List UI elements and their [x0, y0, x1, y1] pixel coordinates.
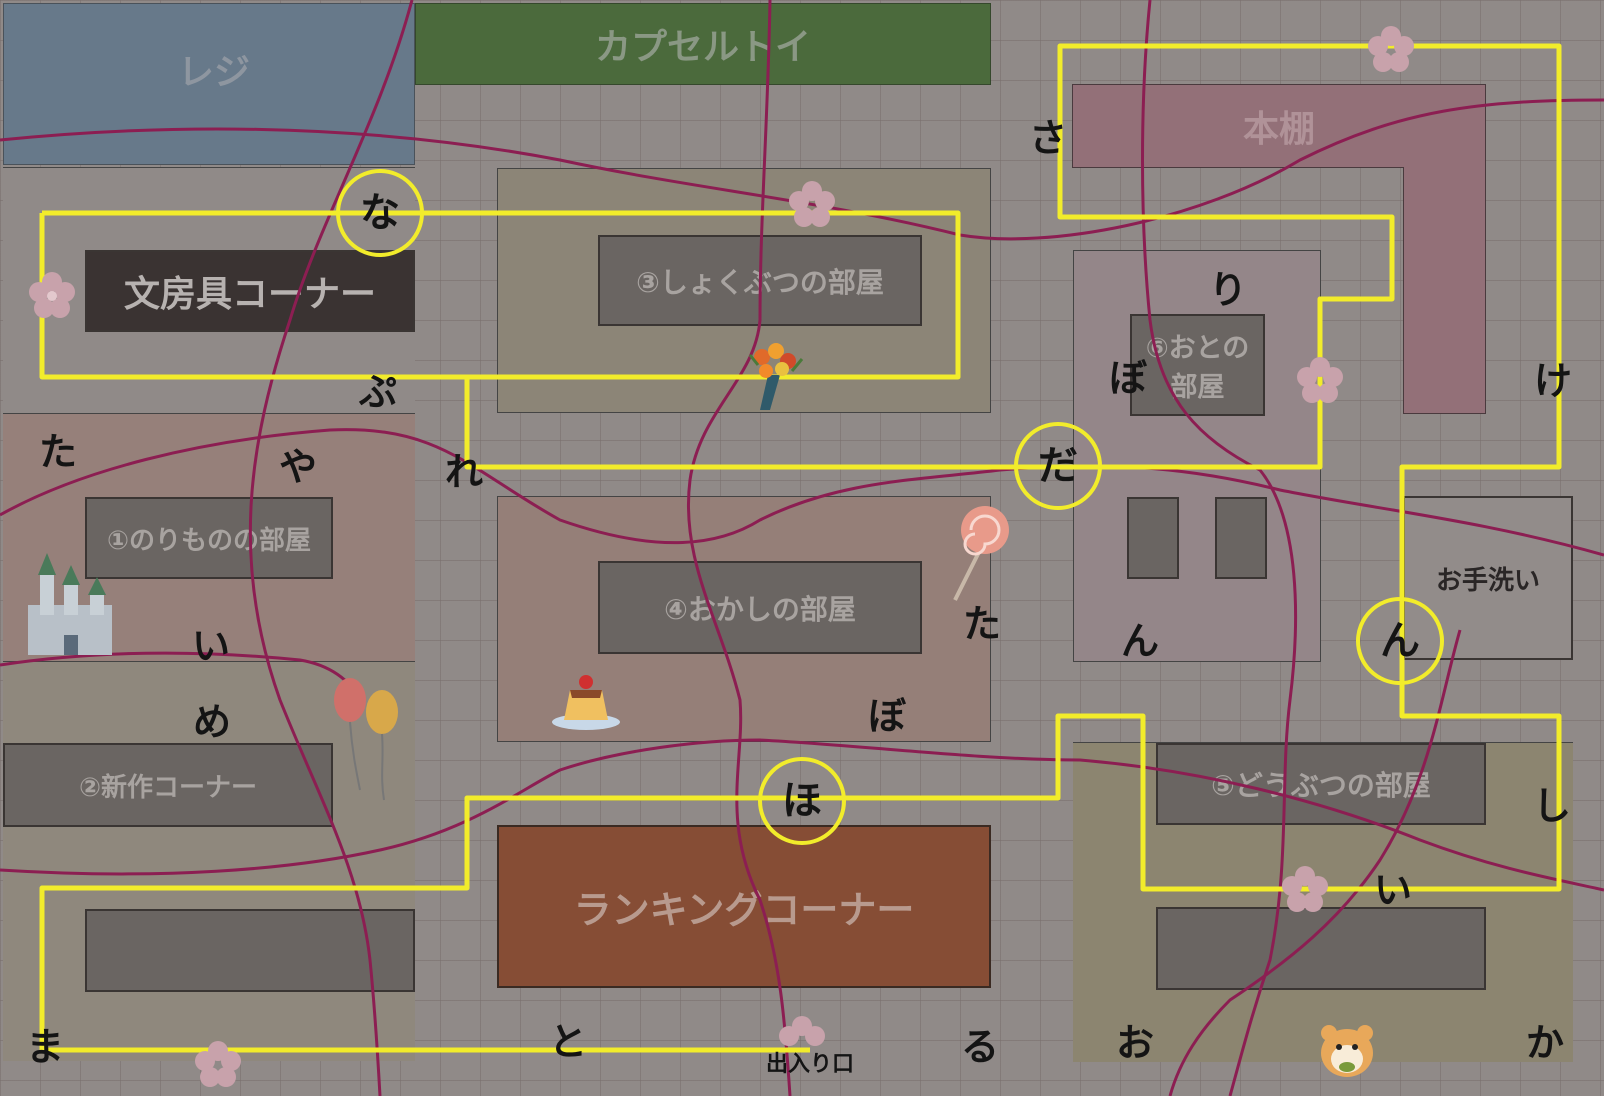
hamster-icon — [1321, 1025, 1373, 1077]
char-i-right: い — [1373, 868, 1413, 912]
sweets-room[interactable]: ④おかしの部屋 — [598, 561, 922, 654]
char-ru: る — [960, 1025, 1000, 1069]
ranking-label: ランキングコーナー — [573, 888, 915, 932]
register-label: レジ — [177, 52, 250, 93]
sounds-booth-right — [1215, 497, 1267, 579]
castle-icon — [28, 553, 112, 655]
pudding-icon — [552, 675, 620, 730]
restroom-zone[interactable]: お手洗い — [1403, 496, 1573, 660]
balloons-icon — [334, 678, 398, 801]
lollipop-icon — [953, 506, 1009, 601]
new-release-corner[interactable]: ②新作コーナー — [3, 743, 333, 827]
char-sa: さ — [1028, 116, 1068, 160]
restroom-label: お手洗い — [1435, 565, 1540, 596]
circle-n — [1356, 597, 1444, 685]
road-2 — [0, 98, 1604, 241]
route-circles — [336, 169, 1444, 845]
char-to: と — [548, 1020, 588, 1064]
sakura-icon — [779, 1016, 825, 1046]
register-zone[interactable]: レジ — [3, 3, 415, 165]
char-ta-left: た — [38, 430, 78, 474]
char-o: お — [1115, 1021, 1155, 1065]
char-ka: か — [1525, 1021, 1565, 1065]
char-n-right: ん — [1380, 618, 1420, 664]
route-stationery-loop — [39, 213, 467, 380]
road-7 — [1168, 629, 1462, 1096]
sounds-booth-left — [1127, 497, 1179, 579]
sounds-room-label-line1: ⑥おとの — [1145, 333, 1250, 364]
road-8 — [0, 651, 362, 701]
char-ta-mid: た — [962, 602, 1002, 646]
sakura-icon — [29, 272, 75, 318]
char-re: れ — [444, 450, 484, 494]
char-ho: ほ — [782, 778, 822, 824]
char-ma: ま — [25, 1025, 65, 1069]
circle-da — [1014, 422, 1102, 510]
bookshelf-label: 本棚 — [1242, 109, 1315, 150]
road-6 — [1141, 0, 1298, 1096]
route-line — [39, 43, 1562, 1053]
char-ke: け — [1533, 359, 1573, 403]
road-5 — [0, 738, 1604, 892]
char-na: な — [360, 190, 400, 236]
circle-na — [336, 169, 424, 257]
sakura-icon — [1297, 357, 1343, 403]
road-1 — [248, 0, 414, 1096]
sakura-icon — [1368, 26, 1414, 72]
char-ya: や — [278, 445, 318, 489]
bookshelf-zone-side — [1403, 167, 1486, 414]
char-shi: し — [1532, 784, 1572, 828]
char-bo-mid: ぼ — [867, 694, 907, 738]
road-4 — [686, 0, 792, 1096]
char-n-left: ん — [1120, 619, 1160, 663]
road-3 — [0, 428, 1604, 557]
rides-room[interactable]: ①のりものの部屋 — [85, 497, 333, 579]
route-top-left — [39, 43, 1562, 1053]
char-bo-sound: ぼ — [1108, 356, 1148, 400]
entrance-label[interactable]: 出入り口 — [765, 1052, 854, 1077]
shelf-bottom-left — [85, 909, 415, 992]
animals-room[interactable]: ⑤どうぶつの部屋 — [1156, 743, 1486, 825]
capsule-toy-zone[interactable]: カプセルトイ — [415, 3, 991, 85]
char-i-left: い — [191, 624, 231, 668]
char-me: め — [192, 700, 232, 744]
circle-ho — [758, 757, 846, 845]
flower-bouquet-icon — [748, 343, 804, 410]
sakura-icon — [195, 1041, 241, 1087]
char-pu: ぷ — [358, 370, 398, 414]
bookshelf-zone-top[interactable]: 本棚 — [1072, 84, 1486, 168]
capsule-toy-label: カプセルトイ — [594, 27, 811, 68]
sakura-icon — [789, 181, 835, 227]
sounds-room-label-line2: 部屋 — [1170, 372, 1225, 403]
stationery-corner[interactable]: 文房具コーナー — [85, 250, 415, 332]
sakura-icon — [1282, 866, 1328, 912]
sakura-icons — [29, 26, 1414, 1087]
char-da: だ — [1038, 443, 1078, 489]
char-ri: り — [1208, 268, 1248, 312]
